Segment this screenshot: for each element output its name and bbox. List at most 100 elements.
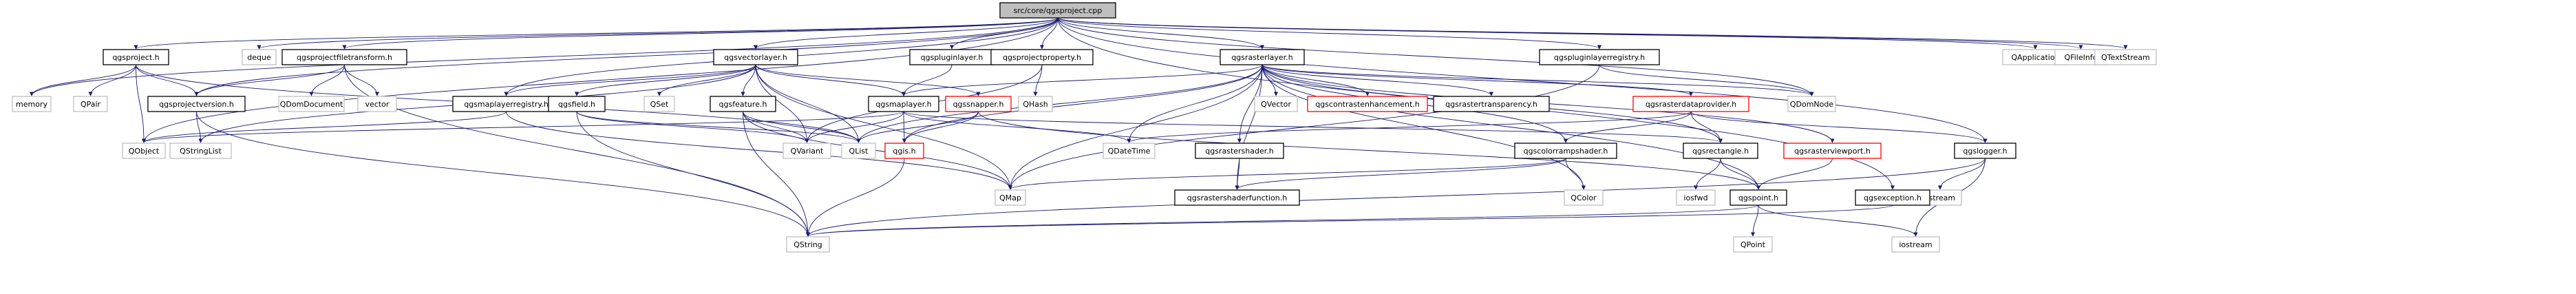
edge-qgsrasterviewport-h-to-qgspoint-h: [1756, 158, 1833, 190]
edge-root-to-qgsprojectfiletransform-h: [342, 17, 1058, 50]
node-box: [990, 49, 1094, 65]
edge-qgslogger-h-to-qstring: [806, 158, 1986, 237]
edge-qgsmaplayer-h-to-qvariant: [805, 111, 904, 143]
edge-qgssnapper-h-to-qgis-h: [902, 111, 979, 143]
edge-qgspluginlayer-h-to-qgsmaplayer-h: [901, 64, 952, 96]
edge-root-to-qgsobject: [141, 17, 1058, 143]
node-qgspoint-h[interactable]: qgspoint.h: [1729, 189, 1787, 206]
node-box: [868, 96, 939, 112]
node-box: [1632, 96, 1749, 112]
node-qgsvectorlayer-h[interactable]: qgsvectorlayer.h: [713, 49, 798, 65]
node-qgsrastershaderfunction-h[interactable]: qgsrastershaderfunction.h: [1174, 189, 1300, 206]
edge-qgsprojectfiletransform-h-to-qstring: [344, 64, 811, 237]
node-box: [73, 96, 108, 112]
node-label: QVariant: [791, 147, 824, 156]
node-label: qgssnapper.h: [953, 100, 1004, 109]
node-box: [1676, 189, 1716, 206]
node-label: iosfwd: [1683, 193, 1707, 202]
node-box: [169, 143, 232, 159]
edge-qgsvectorlayer-h-to-qgsmaplayerregistry-h: [504, 64, 756, 96]
node-qgspluginlayerregistry-h[interactable]: qgspluginlayerregistry.h: [1539, 49, 1660, 65]
node-qgsmaplayerregistry-h[interactable]: qgsmaplayerregistry.h: [452, 96, 560, 112]
edge-qgsrasterlayer-h-to-qgsrastershaderfunction-h: [1235, 64, 1263, 190]
edge-qgsvectorlayer-h-to-qvariant: [755, 64, 809, 143]
node-label: qgsrasterviewport.h: [1794, 147, 1871, 156]
node-box: [1220, 49, 1305, 65]
edge-qgssnapper-h-to-qlist: [856, 111, 979, 143]
node-label: qgslogger.h: [1963, 147, 2007, 156]
edge-qgis-h-to-qstring: [805, 158, 905, 237]
node-qgsrasterdataprovider-h[interactable]: qgsrasterdataprovider.h: [1632, 96, 1749, 112]
node-qgssnapper-h[interactable]: qgssnapper.h: [945, 96, 1012, 112]
edge-qgsrasterlayer-h-to-qgsrastertransparency-h: [1262, 64, 1494, 96]
edge-qgslogger-h-to-sstream: [1937, 158, 1986, 190]
edge-qgsfield-h-to-qstring: [576, 111, 811, 237]
edge-qgsrasterlayer-h-to-qgis-h: [902, 64, 1263, 143]
node-iosfwd: iosfwd: [1676, 189, 1716, 206]
node-box: [841, 143, 876, 159]
edge-qgsrasterlayer-h-to-qdomnode: [1262, 64, 1814, 96]
node-qgsexception-h[interactable]: qgsexception.h: [1855, 189, 1930, 206]
node-qgsproject-h[interactable]: qgsproject.h: [103, 49, 169, 65]
node-root[interactable]: src/core/qgsproject.cpp: [999, 2, 1116, 19]
node-qpoint: QPoint: [1733, 236, 1773, 253]
edge-root-to-qgsrasterlayer-h: [1057, 17, 1265, 50]
node-label: qgspoint.h: [1738, 193, 1778, 202]
node-box: [1783, 143, 1882, 159]
node-qapplication: QApplication: [2002, 49, 2069, 65]
edge-qgspoint-h-to-iostream: [1758, 204, 1918, 237]
edge-qgsfield-h-to-qlist: [576, 111, 861, 143]
edge-qgsrasterlayer-h-to-qlist: [856, 64, 1263, 143]
node-qgsrasterlayer-h[interactable]: qgsrasterlayer.h: [1220, 49, 1305, 65]
dependency-nodes: src/core/qgsproject.cpp qgsproject.h deque…: [12, 2, 2157, 253]
node-qstringlist: QStringList: [169, 143, 232, 159]
edge-qgsfeature-h-to-qlist: [743, 111, 861, 143]
node-box: [147, 96, 246, 112]
node-label: qgsrasterdataprovider.h: [1646, 100, 1736, 109]
node-qgsprojectfiletransform-h[interactable]: qgsprojectfiletransform.h: [281, 49, 407, 65]
edge-qgsprojectfiletransform-h-to-qdomdocument: [309, 64, 345, 96]
node-qgsrastertransparency-h[interactable]: qgsrastertransparency.h: [1433, 96, 1550, 112]
node-box: [1729, 189, 1787, 206]
node-memory: memory: [12, 96, 52, 112]
node-label: QDateTime: [1108, 147, 1151, 156]
edge-root-to-qfileinfo: [1057, 17, 2083, 50]
node-qgscolorrampshader-h[interactable]: qgscolorrampshader.h: [1514, 143, 1617, 159]
node-label: QVector: [1261, 100, 1291, 109]
edge-qgsmaplayerregistry-h-to-qmap: [506, 111, 1013, 190]
node-qgsrasterviewport-h[interactable]: qgsrasterviewport.h: [1783, 143, 1882, 159]
node-deque: deque: [242, 49, 277, 65]
edge-root-to-qapplication: [1057, 17, 2038, 50]
node-label: iostream: [1899, 240, 1932, 249]
node-qgsprojectproperty-h[interactable]: qgsprojectproperty.h: [990, 49, 1094, 65]
node-box: [1195, 143, 1284, 159]
edge-qgsvectorlayer-h-to-qlist: [755, 64, 861, 143]
node-qgsrastershader-h[interactable]: qgsrastershader.h: [1195, 143, 1284, 159]
node-label: qgsrastershader.h: [1205, 147, 1273, 156]
node-label: qgsrastershaderfunction.h: [1187, 193, 1287, 202]
node-box: [710, 96, 776, 112]
node-qgslogger-h[interactable]: qgslogger.h: [1954, 143, 2016, 159]
node-qgsmaplayer-h[interactable]: qgsmaplayer.h: [868, 96, 939, 112]
edge-root-to-qdomnode: [1057, 17, 1814, 96]
node-qlist: QList: [841, 143, 876, 159]
node-box: [1787, 96, 1836, 112]
node-qgsrectangle-h[interactable]: qgsrectangle.h: [1683, 143, 1758, 159]
node-qgspluginlayer-h[interactable]: qgspluginlayer.h: [909, 49, 994, 65]
edge-qgsproject-h-to-memory: [29, 64, 136, 96]
node-label: qgsfeature.h: [719, 100, 767, 109]
edge-qgsmaplayer-h-to-qgsrectangle-h: [903, 111, 1723, 143]
node-qgis-h[interactable]: qgis.h: [884, 143, 924, 159]
edge-qgsproject-h-to-qgsobject: [136, 64, 147, 143]
node-box: [1539, 49, 1660, 65]
node-label: qgsmaplayer.h: [875, 100, 931, 109]
node-label: QStringList: [180, 147, 222, 156]
node-qgsprojectversion-h[interactable]: qgsprojectversion.h: [147, 96, 246, 112]
node-label: qgis.h: [893, 147, 915, 156]
node-qgscontrastenhancement-h[interactable]: qgscontrastenhancement.h: [1307, 96, 1428, 112]
node-qgsfield-h[interactable]: qgsfield.h: [548, 96, 606, 112]
node-label: qgsvectorlayer.h: [724, 53, 787, 62]
node-qgsfeature-h[interactable]: qgsfeature.h: [710, 96, 776, 112]
edge-qgsfeature-h-to-qstring: [743, 111, 811, 237]
node-box: [643, 96, 675, 112]
